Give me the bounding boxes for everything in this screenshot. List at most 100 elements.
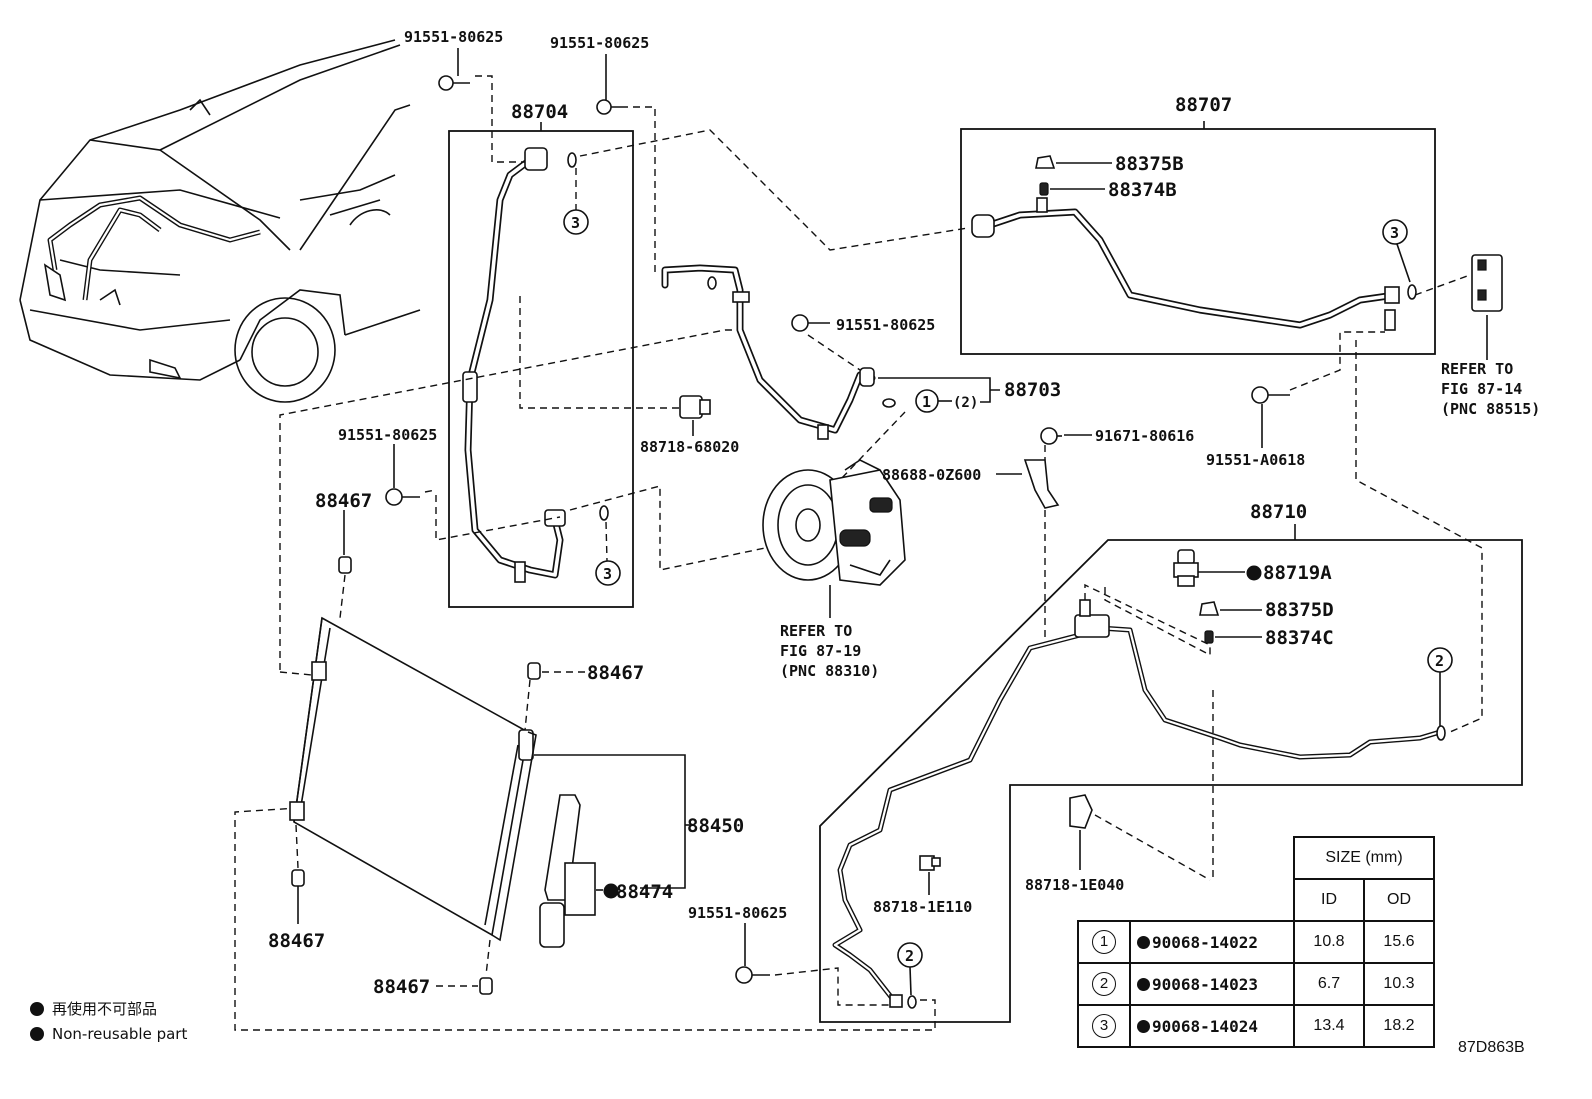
label-91551-80625-c: 91551-80625 bbox=[836, 316, 935, 334]
ring-ref-3-b bbox=[595, 560, 621, 586]
label-88719a: 88719A bbox=[1263, 562, 1332, 584]
valve-88374b bbox=[1039, 182, 1049, 196]
size-row-id: 6.7 bbox=[1293, 962, 1365, 1006]
vehicle-illustration bbox=[19, 39, 421, 403]
size-row-od: 10.3 bbox=[1363, 962, 1435, 1006]
size-table-row: 2 90068-14023 6.7 10.3 bbox=[1077, 962, 1435, 1006]
label-88718-1e040: 88718-1E040 bbox=[1025, 876, 1124, 894]
refer-87-14-line2: FIG 87-14 bbox=[1441, 380, 1522, 398]
box-88710 bbox=[819, 539, 1523, 1023]
bolt-91551-80625-d bbox=[385, 488, 420, 506]
legend-dot-icon bbox=[30, 1026, 44, 1041]
label-91551-80625-e: 91551-80625 bbox=[688, 904, 787, 922]
size-row-part: 90068-14023 bbox=[1152, 974, 1258, 994]
label-ring-ref-2-paren: (2) bbox=[953, 395, 978, 411]
label-91671-80616: 91671-80616 bbox=[1095, 427, 1194, 445]
valve-88374c bbox=[1204, 630, 1214, 644]
refer-87-19-line2: FIG 87-19 bbox=[780, 642, 861, 660]
clamp-88718-1e040 bbox=[1069, 794, 1093, 829]
refer-87-14-line3: (PNC 88515) bbox=[1441, 400, 1540, 418]
label-88450: 88450 bbox=[687, 815, 744, 837]
clamp-88718-1e110 bbox=[919, 855, 941, 871]
bolt-91551-80625-a bbox=[438, 75, 470, 91]
bolt-91671-80616 bbox=[1040, 427, 1062, 445]
legend-dot-icon bbox=[30, 1001, 44, 1016]
label-88467-a: 88467 bbox=[315, 490, 372, 512]
cap-88375d bbox=[1199, 601, 1220, 616]
size-row-ref: 3 bbox=[1092, 1014, 1116, 1038]
bolt-91551-80625-b bbox=[596, 99, 628, 115]
bracket-88688-0z600 bbox=[1023, 459, 1060, 509]
ring-ref-1-label: 1 bbox=[922, 393, 931, 411]
cushion-88467-a bbox=[338, 556, 352, 574]
size-row-part: 90068-14024 bbox=[1152, 1016, 1258, 1036]
label-88718-68020: 88718-68020 bbox=[640, 438, 739, 456]
legend-line2: Non-reusable part bbox=[52, 1024, 188, 1043]
label-91551-80625-b: 91551-80625 bbox=[550, 34, 649, 52]
ring-ref-3-b-label: 3 bbox=[603, 565, 612, 583]
size-row-id: 13.4 bbox=[1293, 1004, 1365, 1048]
ring-ref-3-a-label: 3 bbox=[571, 214, 580, 232]
non-reusable-dot bbox=[1137, 977, 1150, 991]
label-88467-d: 88467 bbox=[373, 976, 430, 998]
oring-size-table: SIZE (mm) ID OD 1 90068-14022 10.8 15.6 … bbox=[1077, 836, 1435, 1048]
size-table-row: 1 90068-14022 10.8 15.6 bbox=[1077, 920, 1435, 964]
ring-ref-3-c-label: 3 bbox=[1390, 224, 1399, 242]
switch-88719a bbox=[1173, 549, 1199, 587]
label-91551-80625-d: 91551-80625 bbox=[338, 426, 437, 444]
non-reusable-dot-88474 bbox=[603, 883, 619, 899]
condenser-88450 bbox=[289, 616, 537, 942]
bolt-91551-80625-e bbox=[735, 966, 770, 984]
size-table-col-od: OD bbox=[1363, 878, 1435, 922]
cushion-88467-b bbox=[527, 662, 541, 680]
legend: 再使用不可部品 Non-reusable part bbox=[30, 996, 187, 1046]
size-row-ref: 1 bbox=[1092, 930, 1116, 954]
refer-87-14-line1: REFER TO bbox=[1441, 360, 1513, 378]
refer-87-19-line1: REFER TO bbox=[780, 622, 852, 640]
size-row-id: 10.8 bbox=[1293, 920, 1365, 964]
size-row-od: 18.2 bbox=[1363, 1004, 1435, 1048]
size-table-title: SIZE (mm) bbox=[1293, 836, 1435, 880]
non-reusable-dot bbox=[1137, 935, 1150, 949]
ring-ref-2-a-label: 2 bbox=[1435, 652, 1444, 670]
size-row-od: 15.6 bbox=[1363, 920, 1435, 964]
bolt-91551-a0618 bbox=[1251, 386, 1290, 404]
size-row-ref: 2 bbox=[1092, 972, 1116, 996]
box-88707 bbox=[960, 128, 1436, 355]
hose-88703 bbox=[661, 264, 896, 440]
label-88467-c: 88467 bbox=[268, 930, 325, 952]
cushion-88467-c bbox=[291, 869, 305, 887]
size-table-col-id: ID bbox=[1293, 878, 1365, 922]
dryer-88474 bbox=[539, 794, 596, 948]
label-91551-80625-a: 91551-80625 bbox=[404, 28, 503, 46]
pipe-88707 bbox=[971, 197, 1417, 331]
label-88474: 88474 bbox=[616, 881, 673, 903]
label-88374b: 88374B bbox=[1108, 179, 1177, 201]
label-88375d: 88375D bbox=[1265, 599, 1334, 621]
non-reusable-dot-88719a bbox=[1246, 565, 1262, 581]
non-reusable-dot bbox=[1137, 1019, 1150, 1033]
hose-88704 bbox=[462, 147, 609, 583]
ring-ref-2-b-label: 2 bbox=[905, 947, 914, 965]
label-91551-a0618: 91551-A0618 bbox=[1206, 451, 1305, 469]
compressor-illustration bbox=[762, 459, 906, 586]
refer-87-19-line3: (PNC 88310) bbox=[780, 662, 879, 680]
label-88718-1e110: 88718-1E110 bbox=[873, 898, 972, 916]
label-88703: 88703 bbox=[1004, 379, 1061, 401]
label-88374c: 88374C bbox=[1265, 627, 1334, 649]
label-88707: 88707 bbox=[1175, 94, 1232, 116]
clamp-88718-68020 bbox=[679, 395, 711, 419]
cushion-88467-d bbox=[479, 977, 493, 995]
cap-88375b bbox=[1035, 155, 1056, 169]
legend-line1: 再使用不可部品 bbox=[52, 1000, 158, 1018]
label-88688-0z600: 88688-0Z600 bbox=[882, 466, 981, 484]
label-88710: 88710 bbox=[1250, 501, 1307, 523]
ring-ref-3-c bbox=[1382, 219, 1408, 245]
pipe-88710 bbox=[832, 599, 1446, 1009]
size-row-part: 90068-14022 bbox=[1152, 932, 1258, 952]
expansion-valve-illustration bbox=[1471, 254, 1503, 312]
figure-code: 87D863B bbox=[1458, 1039, 1525, 1056]
label-88467-b: 88467 bbox=[587, 662, 644, 684]
